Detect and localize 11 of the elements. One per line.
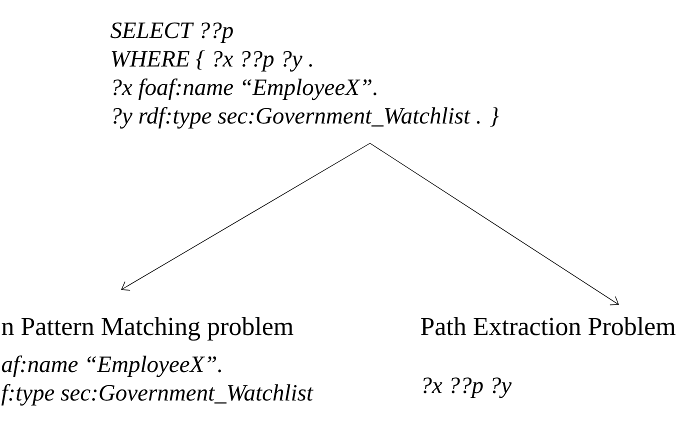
code-line: ?y rdf:type sec:Government_Watchlist . } bbox=[114, 106, 499, 129]
code-line: WHERE { ?x ??p ?y . bbox=[112, 50, 312, 72]
code-line: af:name “EmployeeX”. bbox=[2, 355, 221, 378]
heading: n Pattern Matching problem bbox=[2, 316, 294, 341]
heading: Path Extraction Problem bbox=[420, 316, 676, 336]
code-line: ?x ??p ?y bbox=[424, 377, 512, 398]
code-line: f:type sec:Government_Watchlist bbox=[1, 384, 314, 406]
code-line: ?x foaf:name “EmployeeX”. bbox=[114, 78, 376, 100]
arrow bbox=[121, 142, 370, 291]
code-line: SELECT ??p bbox=[110, 22, 233, 43]
arrow bbox=[370, 142, 619, 306]
